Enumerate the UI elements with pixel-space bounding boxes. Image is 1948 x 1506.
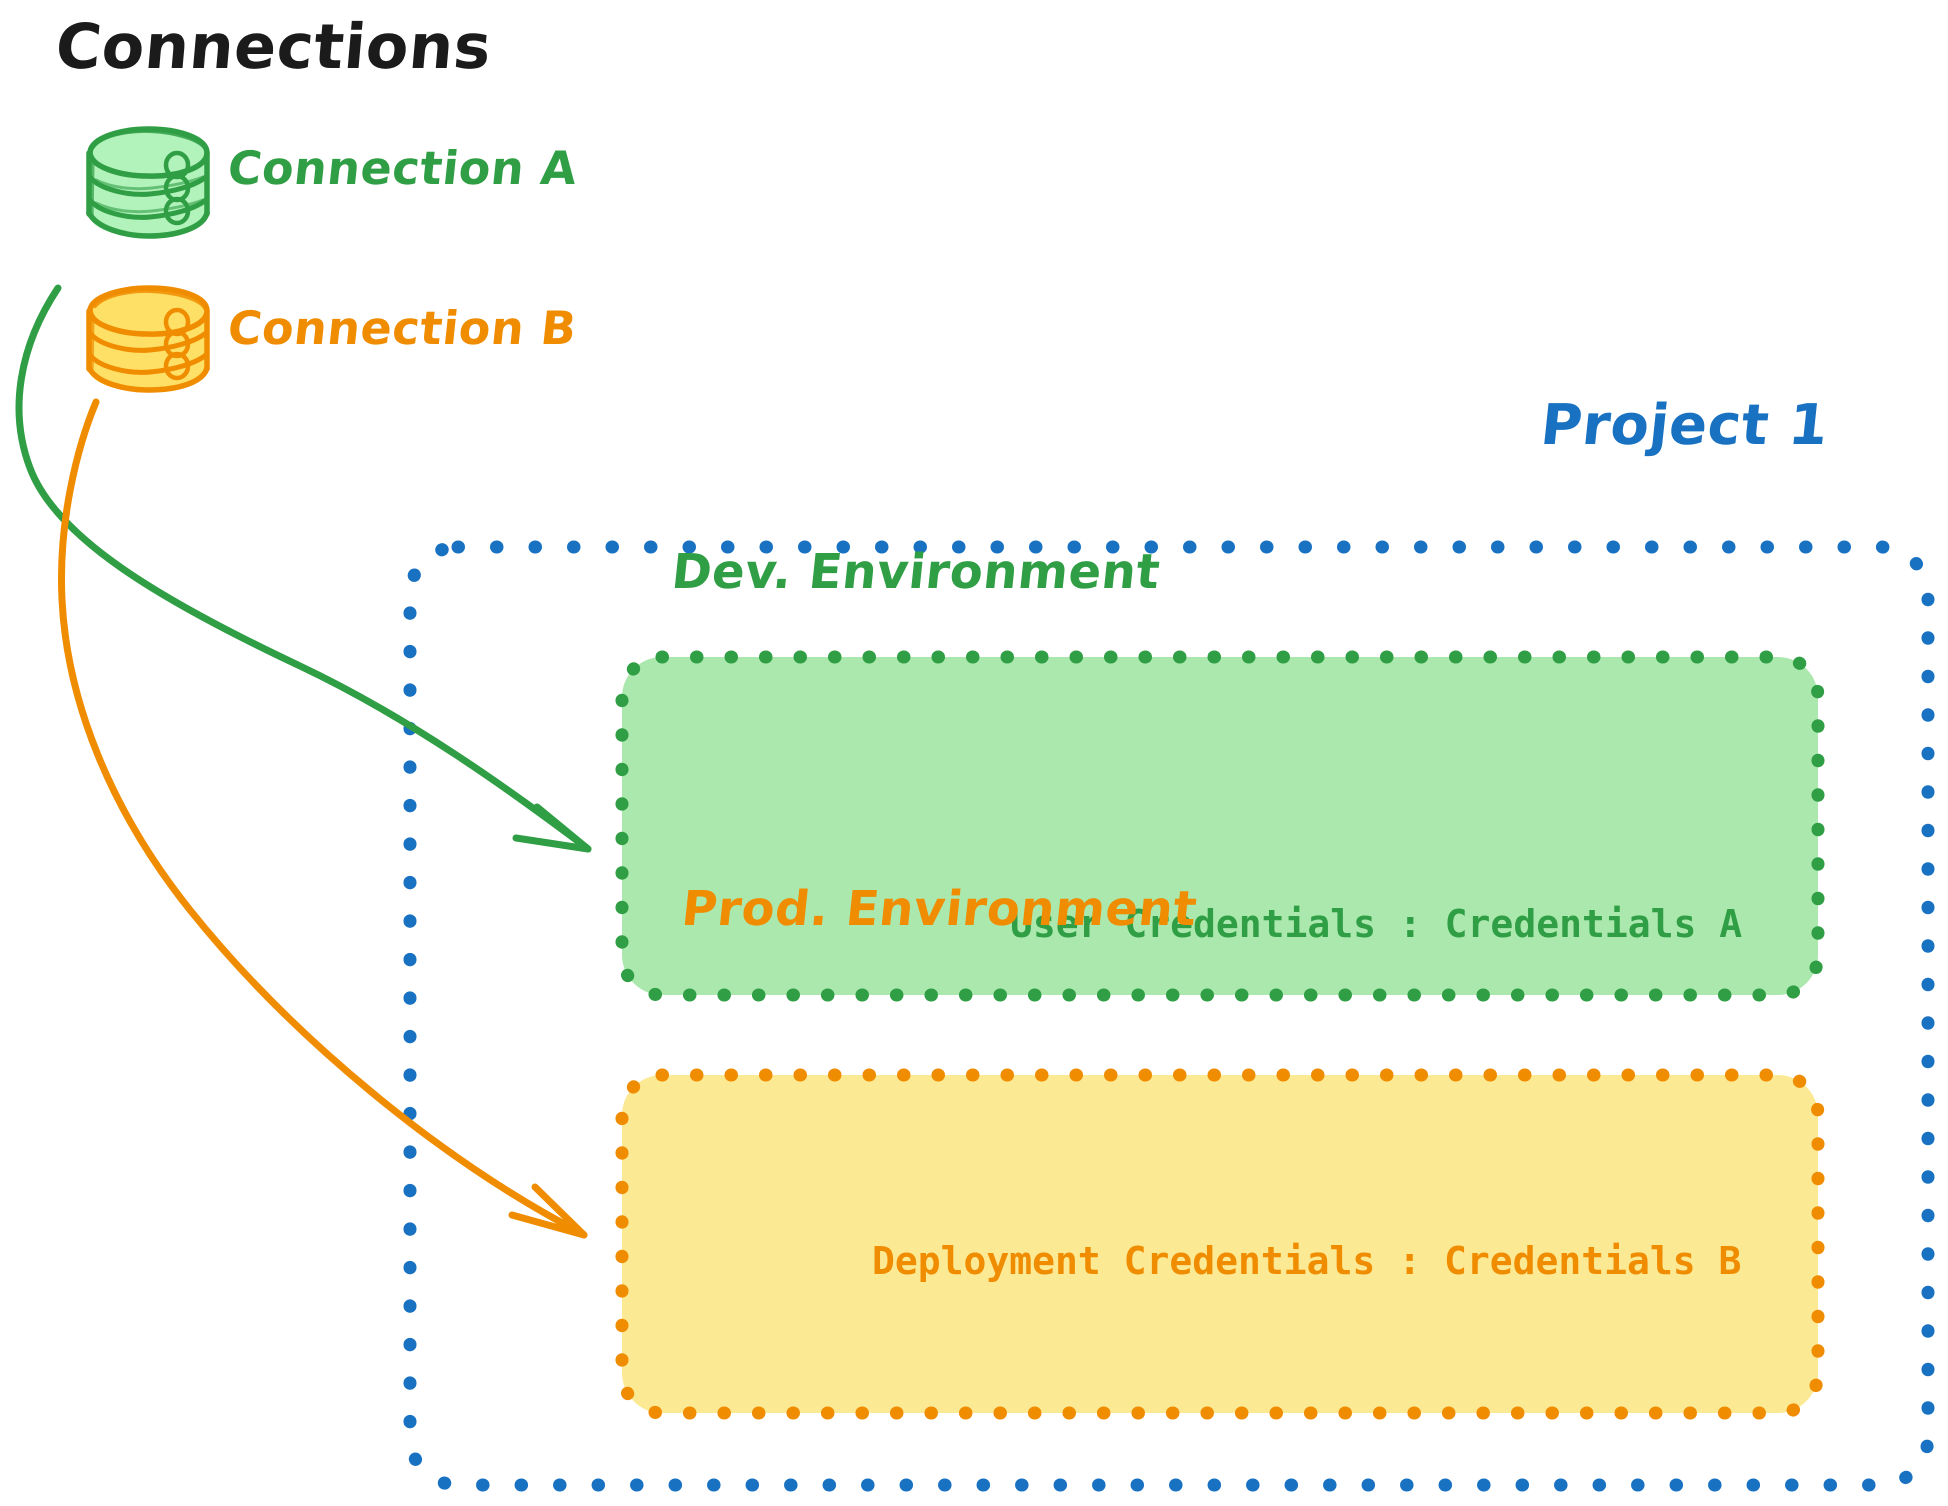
- connection-b-label: Connection B: [225, 301, 580, 355]
- dev-environment-box[interactable]: [615, 650, 1825, 1002]
- connection-b-database-icon[interactable]: [86, 285, 210, 393]
- arrow-connection-b-to-prod: [58, 398, 588, 1239]
- page-title: Connections: [52, 10, 495, 83]
- prod-environment-title: Prod. Environment: [679, 881, 1200, 937]
- connection-a-label: Connection A: [225, 141, 580, 195]
- connection-a-database-icon[interactable]: [86, 126, 210, 239]
- arrow-connection-a-to-dev: [15, 284, 592, 853]
- prod-environment-box[interactable]: [615, 1068, 1825, 1420]
- prod-environment-credentials: Deployment Credentials : Credentials B: [872, 1239, 1742, 1283]
- dev-environment-title: Dev. Environment: [669, 544, 1163, 600]
- dev-environment-credentials: User Credentials : Credentials A: [1010, 902, 1743, 946]
- project-1-label: Project 1: [1537, 393, 1832, 458]
